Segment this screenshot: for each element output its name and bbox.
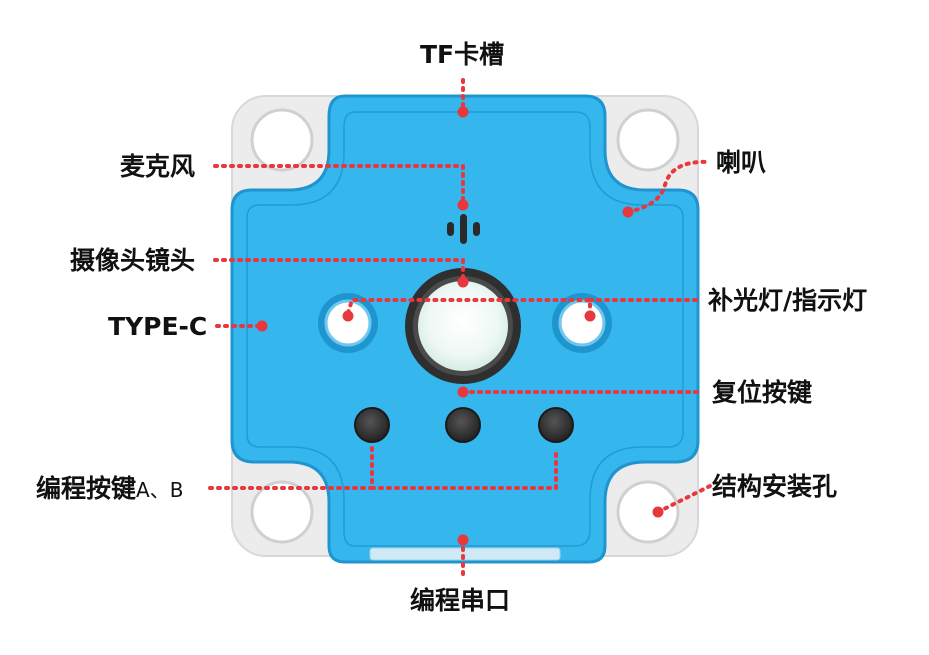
mounting-hole-top-right [616, 108, 680, 172]
mounting-hole-top-left [250, 108, 314, 172]
microphone-holes [447, 214, 480, 244]
label-program-buttons-main: 编程按键 [36, 474, 137, 503]
label-camera-lens: 摄像头镜头 [70, 246, 196, 275]
label-serial-port: 编程串口 [410, 586, 511, 615]
fill-light-right [552, 293, 612, 353]
callout-dots [256, 106, 664, 546]
label-fill-light: 补光灯/指示灯 [708, 286, 868, 315]
label-microphone: 麦克风 [120, 152, 196, 181]
label-mount-holes: 结构安装孔 [712, 472, 838, 501]
reset-button [445, 407, 481, 443]
label-tf-slot: TF卡槽 [420, 40, 505, 69]
label-type-c: TYPE-C [108, 312, 208, 341]
program-button-b [538, 407, 574, 443]
label-program-buttons: 编程按键A、B [36, 476, 183, 501]
label-speaker: 喇叭 [716, 148, 767, 177]
callout-lines [208, 78, 712, 582]
mounting-hole-bottom-right [616, 480, 680, 544]
mounting-hole-bottom-left [250, 480, 314, 544]
label-program-buttons-suffix: A、B [136, 478, 184, 502]
label-reset-button: 复位按键 [712, 378, 813, 407]
fill-light-left [318, 293, 378, 353]
program-button-a [354, 407, 390, 443]
